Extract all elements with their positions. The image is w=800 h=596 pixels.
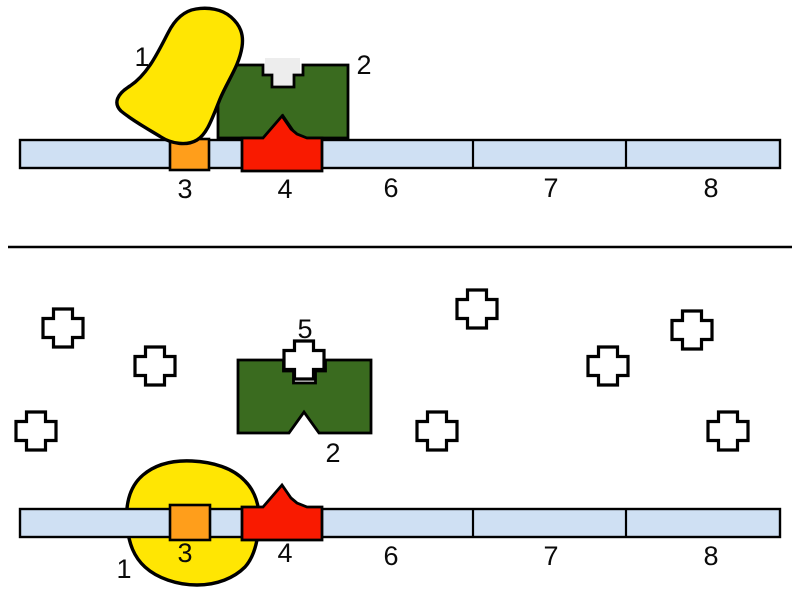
label-segment-7: 7 bbox=[543, 173, 558, 203]
label-segment-6: 6 bbox=[383, 173, 398, 203]
dna-bar bbox=[18, 507, 782, 539]
inducer-cross-icon bbox=[41, 307, 85, 349]
inducer-cross-icon bbox=[455, 288, 499, 330]
label-segment-8: 8 bbox=[703, 173, 718, 203]
inducer-cross-icon bbox=[415, 410, 459, 452]
label-polymerase: 1 bbox=[116, 554, 131, 584]
operator-block bbox=[240, 482, 324, 542]
label-operator: 4 bbox=[277, 174, 292, 204]
inducer-cross-icon bbox=[706, 410, 750, 452]
polymerase-blob bbox=[115, 6, 245, 146]
label-promoter: 3 bbox=[177, 174, 192, 204]
empty-binding-slot bbox=[265, 58, 300, 86]
operator-block bbox=[240, 113, 324, 173]
top-panel: 1 2 3 4 6 7 8 bbox=[18, 6, 782, 204]
label-segment-8: 8 bbox=[703, 541, 718, 571]
label-repressor: 2 bbox=[325, 438, 340, 468]
bottom-panel: 5 2 1 3 4 6 7 8 bbox=[14, 288, 782, 587]
label-inducer: 5 bbox=[297, 314, 312, 344]
label-repressor: 2 bbox=[356, 50, 371, 80]
inducer-cross-icon bbox=[14, 410, 58, 452]
label-segment-6: 6 bbox=[383, 541, 398, 571]
inducer-cross-icon bbox=[586, 345, 630, 387]
promoter-block bbox=[168, 503, 212, 542]
label-polymerase: 1 bbox=[134, 42, 149, 72]
dna-bar bbox=[18, 138, 782, 170]
label-promoter: 3 bbox=[177, 538, 192, 568]
inducer-cross-icon bbox=[670, 309, 714, 351]
inducer-cross-icon bbox=[133, 345, 177, 387]
label-operator: 4 bbox=[277, 538, 292, 568]
label-segment-7: 7 bbox=[543, 541, 558, 571]
